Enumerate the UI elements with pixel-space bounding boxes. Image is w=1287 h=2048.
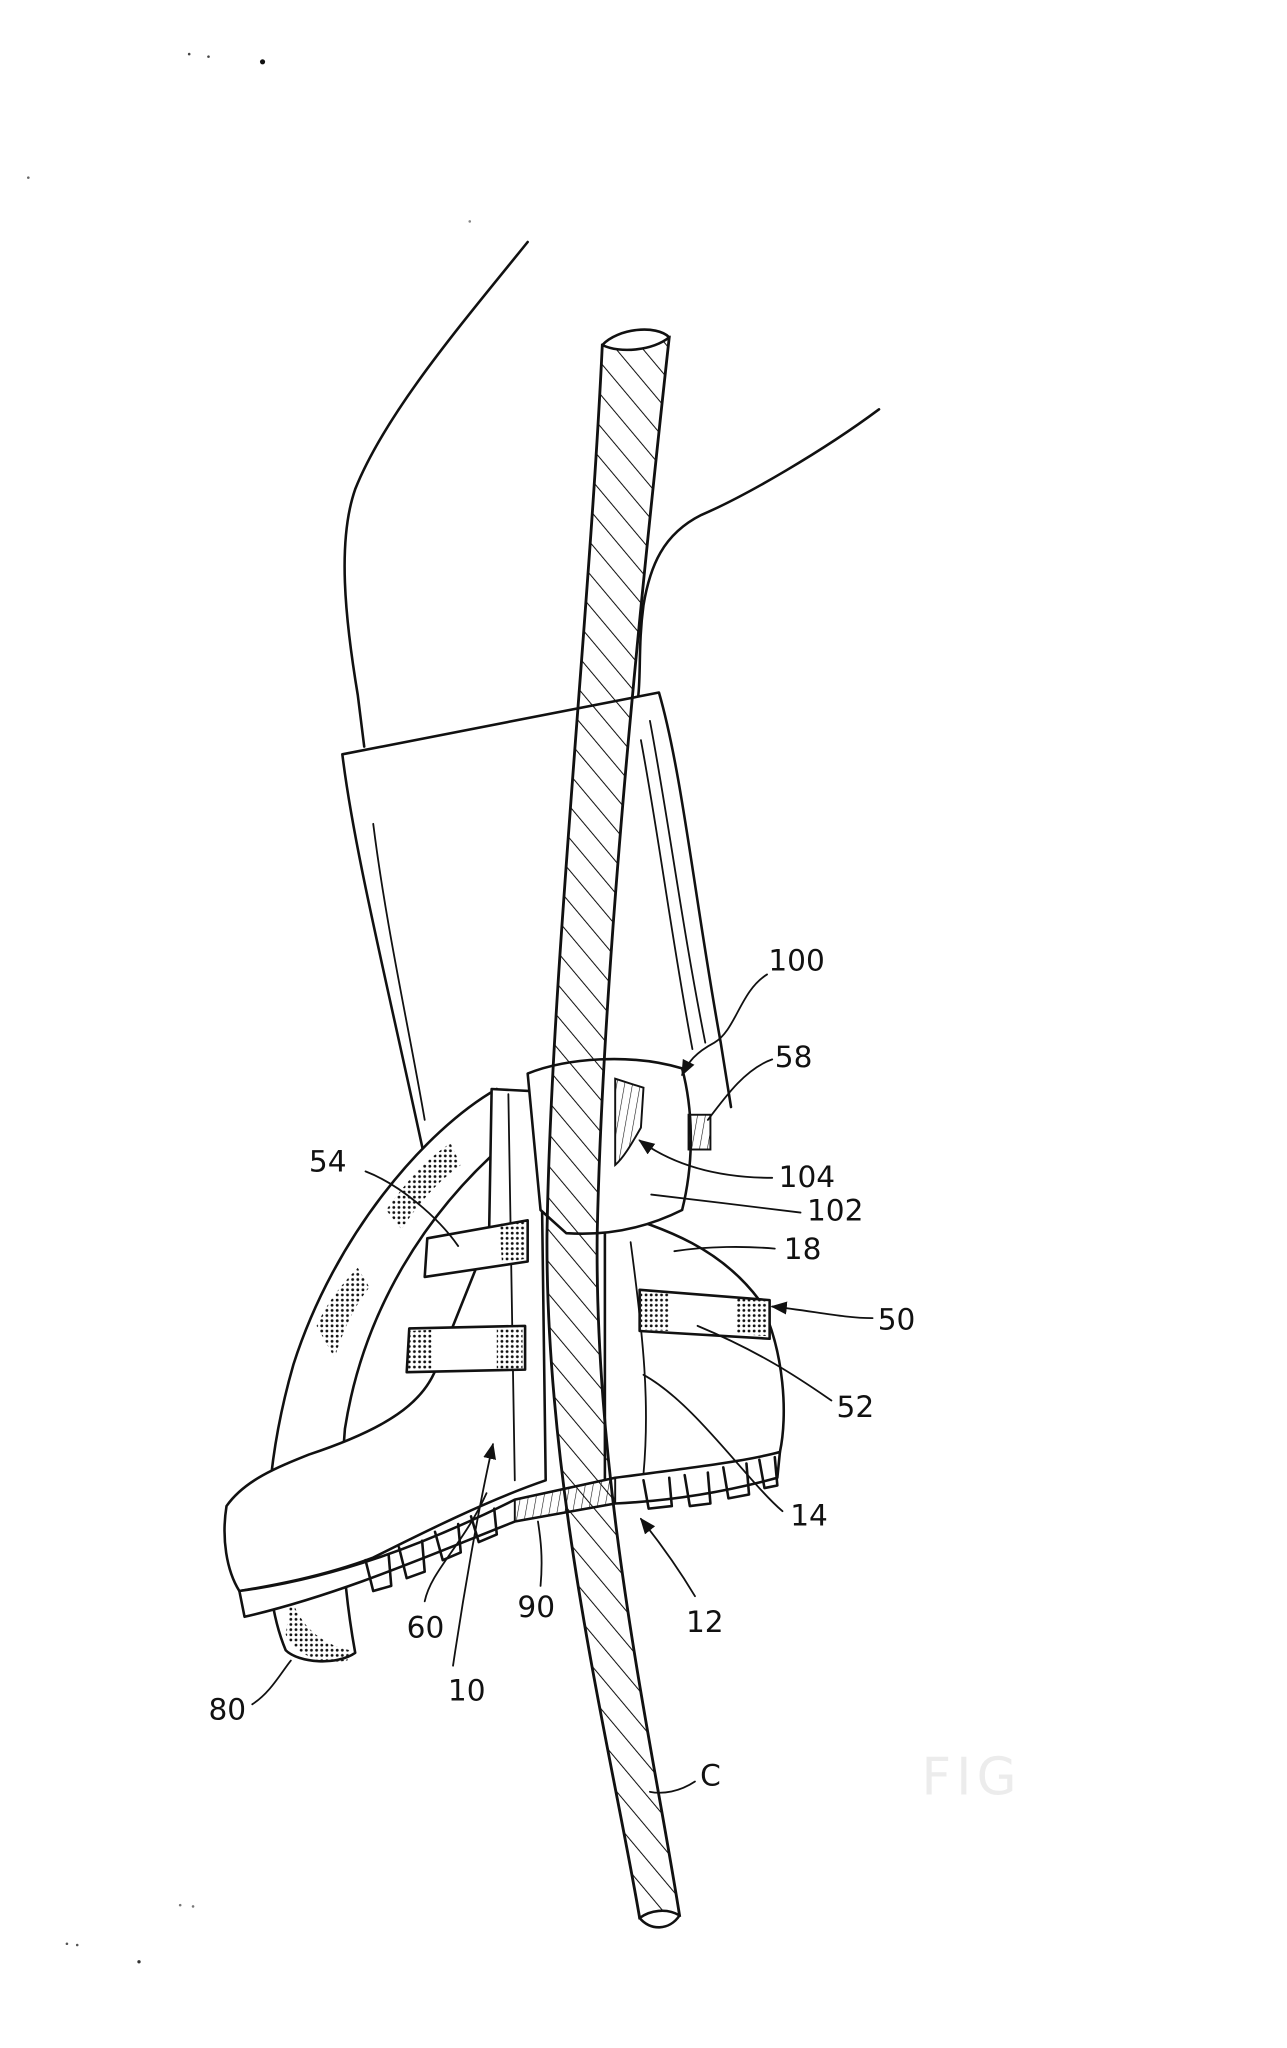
label-12: 12 [686,1605,724,1639]
cuff-104-ramp [614,1077,645,1168]
strap-60 [405,1324,527,1374]
leader-100 [681,973,768,1077]
strap-60-shade [407,1327,523,1371]
label-10: 10 [448,1673,486,1707]
leader-C [649,1780,696,1794]
shaft-bottom-cap [638,1909,681,1929]
strap-80-shade-bottom [285,1596,351,1662]
boot-upper [223,1087,547,1593]
label-90: 90 [517,1590,555,1624]
leader-12 [639,1517,696,1598]
leader-10 [452,1442,496,1667]
label-60: 60 [407,1610,445,1644]
gaiter [341,691,733,1205]
label-58: 58 [775,1040,813,1074]
label-54: 54 [309,1144,347,1178]
leader-14 [642,1373,784,1513]
leader-50 [770,1301,874,1320]
label-102: 102 [807,1193,863,1227]
label-14: 14 [790,1498,828,1532]
buckle-58 [687,1113,712,1151]
left-leg-outline [343,240,529,748]
gaiter-shading [372,719,707,1121]
leader-104 [638,1139,774,1179]
leader-lines [251,973,874,1794]
leader-90 [537,1520,543,1587]
leader-18 [673,1246,776,1253]
label-50: 50 [878,1303,916,1337]
label-52: 52 [837,1390,875,1424]
leader-102 [650,1193,802,1214]
strap-80-shade-mid [316,1267,370,1359]
label-18: 18 [784,1232,822,1266]
label-100: 100 [768,944,824,978]
specks [27,52,472,1964]
leader-80 [251,1659,292,1706]
leader-58 [706,1058,774,1121]
strap-52-shade [640,1292,768,1337]
figure-caption-fragment: FIG [921,1747,1021,1807]
strap-54-shade [499,1220,526,1263]
boot-seam [507,1093,647,1482]
label-104: 104 [779,1160,835,1194]
shaft-top-cap [601,328,671,352]
label-80: 80 [208,1693,246,1727]
reference-labels: 100 58 104 102 18 54 50 52 14 60 90 12 1… [208,944,915,1793]
leader-52 [696,1324,833,1402]
strap-80-shade-top [386,1143,461,1230]
leader-54 [364,1170,460,1247]
right-leg-outline [637,408,881,697]
label-C: C [700,1758,721,1792]
